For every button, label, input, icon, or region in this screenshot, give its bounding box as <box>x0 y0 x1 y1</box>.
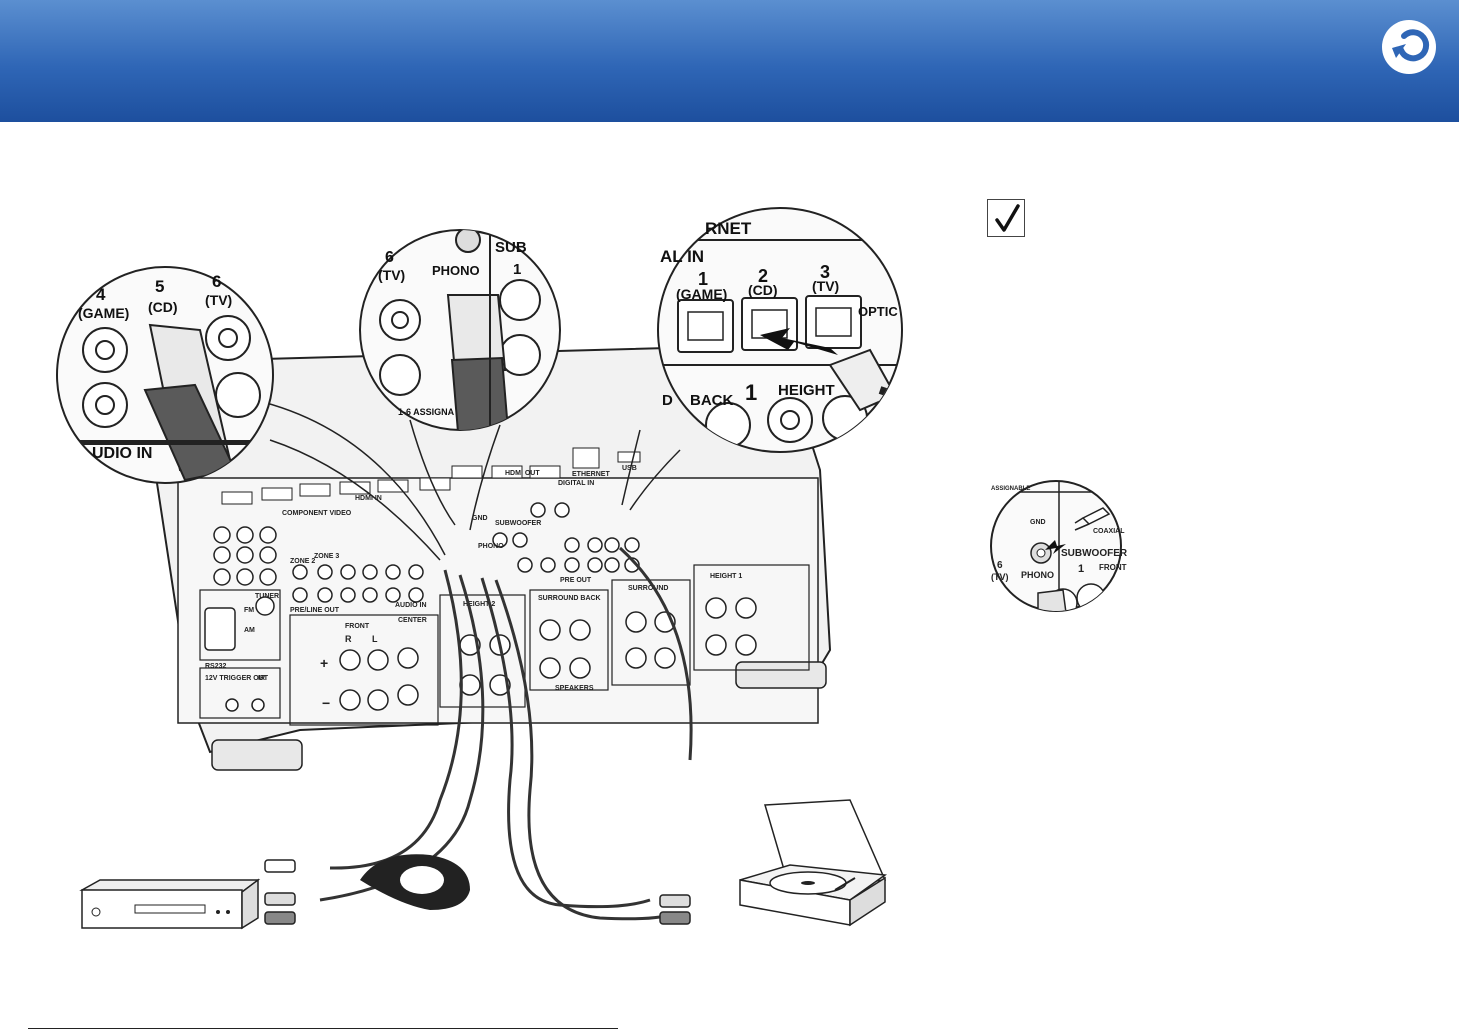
inset-label: FRONT <box>1099 563 1127 572</box>
zoom-label: PHONO <box>432 263 480 278</box>
ground-detail-inset: ASSIGNABLE GND COAXIAL 6 (TV) PHONO SUBW… <box>990 480 1128 612</box>
trigger-jack <box>225 698 239 712</box>
receiver-label: SUBWOOFER <box>495 520 541 527</box>
receiver-label: PRE OUT <box>560 577 592 584</box>
receiver-label: ETHERNET <box>572 471 610 478</box>
zoom-label: (CD) <box>748 282 778 298</box>
hdmi-ports <box>221 447 641 505</box>
receiver-label: AUDIO IN <box>395 602 427 609</box>
receiver-label: GND <box>472 515 488 522</box>
zoom-label: OPTIC <box>858 304 898 319</box>
receiver-panel-labels: COMPONENT VIDEO HDMI IN HDMI OUT ETHERNE… <box>205 465 742 711</box>
zoom-label: 2 <box>758 266 768 286</box>
cd-player <box>79 878 261 930</box>
fm-antenna-jack <box>255 596 275 616</box>
connection-illustration: COMPONENT VIDEO HDMI IN HDMI OUT ETHERNE… <box>56 207 903 930</box>
inset-label: (TV) <box>991 572 1009 582</box>
receiver-label: HDMI IN <box>355 495 382 502</box>
zoom-label: 4 <box>96 285 106 304</box>
rs232-port <box>204 607 236 651</box>
zoom-label: HEIGHT <box>778 382 835 399</box>
receiver-label: PHONO <box>478 543 504 550</box>
zoom-label: (TV) <box>812 278 839 294</box>
check-box <box>987 199 1025 237</box>
header-bar <box>0 0 1459 122</box>
return-arrow-icon <box>1392 29 1430 62</box>
receiver-label: HDMI OUT <box>505 470 540 477</box>
panel-dividers <box>199 564 810 726</box>
inset-label: 1 <box>1078 563 1084 575</box>
receiver-label: SPEAKERS <box>555 685 594 692</box>
cd-rca-plugs <box>264 859 296 925</box>
zoom-label: 1 <box>745 380 757 405</box>
receiver-label: ZONE 2 <box>290 558 315 565</box>
zoom-label: BACK <box>690 392 733 409</box>
checkmark-icon <box>995 204 1020 232</box>
inset-label: ASSIGNABLE <box>991 486 1030 492</box>
inset-label: COAXIAL <box>1093 528 1125 535</box>
receiver-label: USB <box>622 465 637 472</box>
receiver-label: SURROUND <box>628 585 668 592</box>
receiver-label: + <box>320 655 328 671</box>
zoom-label: RNET <box>705 219 752 238</box>
receiver-label: − <box>322 695 330 711</box>
receiver-label: HEIGHT 1 <box>710 573 742 580</box>
ir-jack <box>251 698 265 712</box>
receiver-label: COMPONENT VIDEO <box>282 510 352 517</box>
receiver-label: HEIGHT 2 <box>463 601 495 608</box>
receiver-label: CENTER <box>398 617 427 624</box>
receiver-label: AM <box>244 627 255 634</box>
zoom-circle-optical: RNET AL IN 1 2 3 (GAME) (CD) (TV) OPTIC … <box>657 207 903 453</box>
back-button[interactable] <box>1382 20 1436 74</box>
zoom-label: (GAME) <box>676 286 727 302</box>
receiver-label: 12V TRIGGER OUT <box>205 675 269 682</box>
zoom-label: (GAME) <box>78 305 129 321</box>
zoom-circle-analog-in: 4 5 6 (GAME) (CD) (TV) UDIO IN <box>56 266 274 484</box>
rca-jacks <box>213 502 640 603</box>
zoom-circle-phono: 6 (TV) PHONO SUB 1 1-6 ASSIGNA <box>359 229 561 431</box>
inset-label: GND <box>1030 519 1046 526</box>
footer-rule <box>28 1028 618 1029</box>
zoom-pointers <box>254 399 681 561</box>
insert-arrow-icon <box>760 328 838 355</box>
zoom-label: 1 <box>698 269 708 289</box>
zoom-label: 3 <box>820 262 830 282</box>
inset-label: 6 <box>997 560 1003 571</box>
zoom-label: 1 <box>513 261 521 278</box>
receiver-label: ZONE 3 <box>314 553 339 560</box>
inset-label: SUBWOOFER <box>1061 548 1128 559</box>
receiver-label: FRONT <box>345 623 370 630</box>
zoom-label: SUB <box>495 239 527 256</box>
receiver-label: DIGITAL IN <box>558 480 594 487</box>
swirl-icon <box>360 854 470 910</box>
zoom-label: (CD) <box>148 299 178 315</box>
zoom-label: 5 <box>155 277 164 296</box>
zoom-label: D <box>662 392 673 409</box>
zoom-label: 6 <box>212 272 221 291</box>
zoom-label: 6 <box>385 249 394 266</box>
receiver-label: PRE/LINE OUT <box>290 607 340 614</box>
zoom-label: UDIO IN <box>92 445 152 462</box>
receiver-label: L <box>372 634 378 644</box>
zoom-label: (TV) <box>205 292 232 308</box>
zoom-label: (TV) <box>378 267 405 283</box>
receiver-label: IR <box>258 675 265 682</box>
receiver-label: RS232 <box>205 663 227 670</box>
receiver-label: R <box>345 634 352 644</box>
turntable-rca-plugs <box>659 894 691 925</box>
turntable <box>739 799 888 927</box>
inset-label: PHONO <box>1021 570 1054 580</box>
zoom-label: AL IN <box>660 247 704 266</box>
zoom-label: 1-6 ASSIGNA <box>398 407 455 417</box>
receiver-label: FM <box>244 607 254 614</box>
receiver-label: SURROUND BACK <box>538 595 601 602</box>
